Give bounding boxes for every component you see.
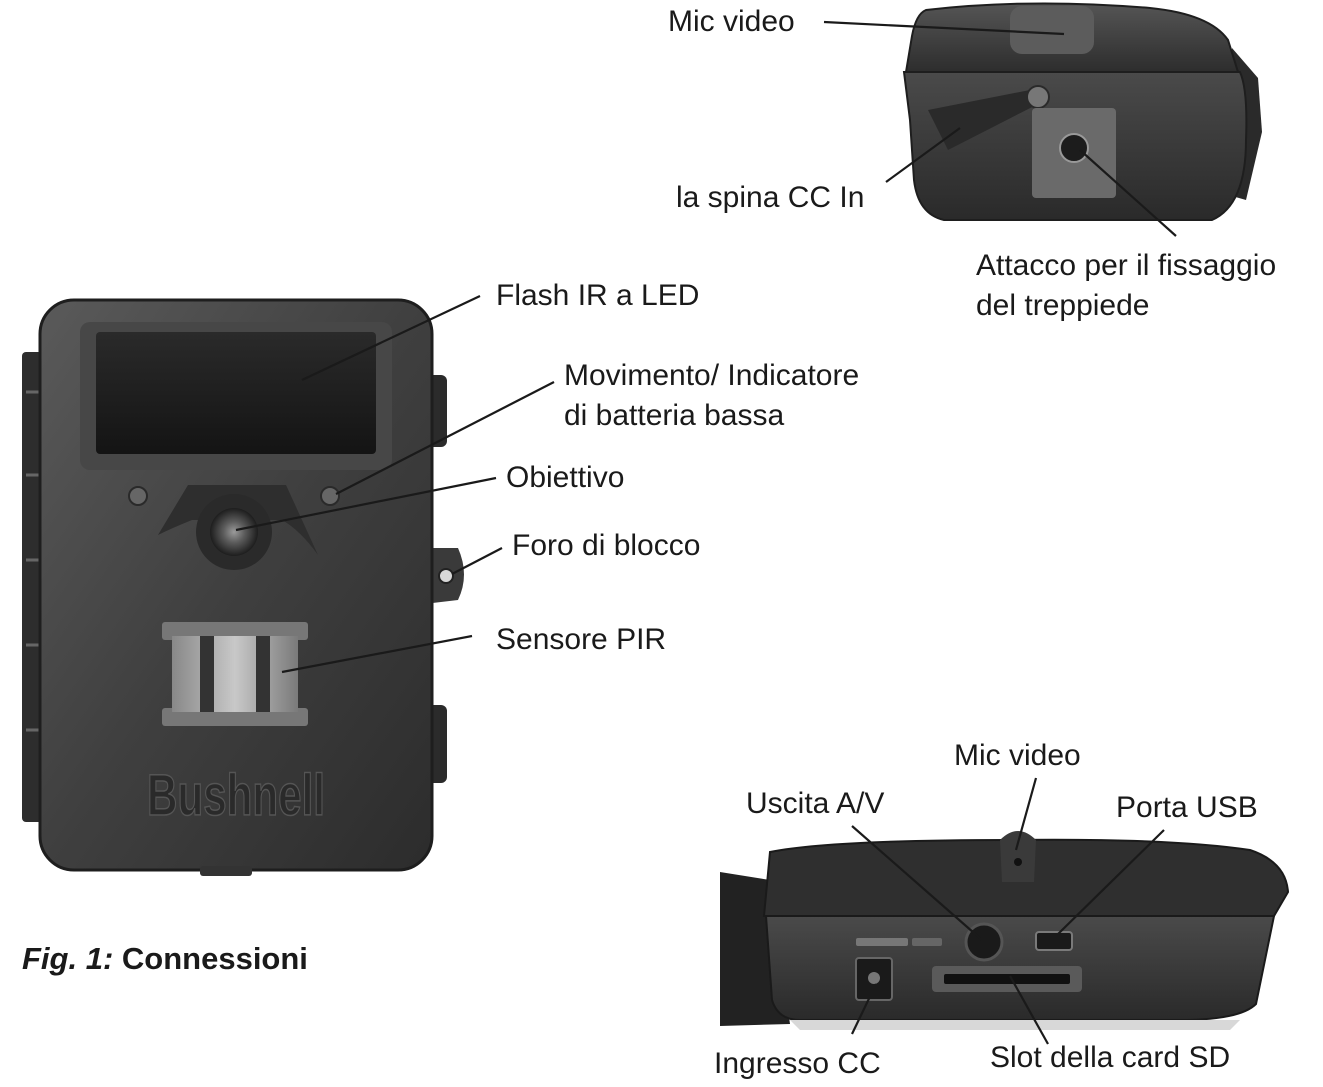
sd-slot-icon — [944, 974, 1070, 984]
leader-sd-slot — [1009, 975, 1049, 1045]
front-camera: Bushnell — [22, 298, 464, 876]
port-marking — [856, 938, 908, 946]
tripod-socket-icon — [1059, 133, 1089, 163]
lens-icon — [210, 508, 258, 556]
label-tripod-mount-line2: del treppiede — [976, 289, 1150, 322]
leader-ir-flash — [301, 295, 481, 381]
label-tripod-mount: Attacco per il fissaggio del treppiede — [976, 246, 1276, 326]
pir-sensor — [162, 622, 308, 726]
leader-mic-bottom — [1014, 777, 1038, 851]
leader-tripod — [1079, 149, 1177, 237]
leader-lock-hole — [451, 547, 503, 575]
label-motion-indicator: Movimento/ Indicatore di batteria bassa — [564, 356, 859, 436]
caption-title: Connessioni — [121, 941, 308, 976]
caption-prefix: Fig. 1: — [22, 941, 114, 976]
leader-lines — [235, 20, 1177, 1045]
label-ir-flash: Flash IR a LED — [496, 279, 700, 312]
leader-av-out — [851, 825, 983, 941]
leader-pir — [281, 634, 473, 674]
label-dc-in-plug: la spina CC In — [676, 181, 865, 214]
label-mic-video-bottom: Mic video — [954, 739, 1081, 772]
top-mic-housing — [1010, 6, 1094, 54]
top-camera — [902, 2, 1262, 221]
dc-pin-icon — [868, 972, 880, 984]
label-sd-slot: Slot della card SD — [990, 1041, 1231, 1074]
motion-indicator-icon — [320, 486, 340, 506]
label-motion-indicator-line2: di batteria bassa — [564, 399, 785, 432]
label-motion-indicator-line1: Movimento/ Indicatore — [564, 359, 860, 392]
hinge — [928, 90, 1046, 150]
leader-lens — [235, 476, 497, 532]
label-av-out: Uscita A/V — [746, 787, 885, 820]
label-dc-input: Ingresso CC — [714, 1047, 881, 1080]
bottom-camera — [720, 831, 1290, 1030]
bottom-edge-highlight — [790, 1020, 1240, 1030]
label-usb-port: Porta USB — [1116, 791, 1258, 824]
brand-logo: Bushnell — [147, 763, 325, 828]
hinge-screw-icon — [1026, 85, 1050, 109]
leader-usb — [1055, 829, 1165, 937]
port-marking-2 — [912, 938, 942, 946]
leader-dc-input — [851, 983, 877, 1035]
mic-hole-icon — [1014, 858, 1022, 866]
figure-caption: Fig. 1: Connessioni — [22, 938, 308, 980]
light-sensor-icon — [128, 486, 148, 506]
lock-hole-icon — [438, 568, 454, 584]
label-lock-hole: Foro di blocco — [512, 529, 701, 562]
label-tripod-mount-line1: Attacco per il fissaggio — [976, 249, 1277, 282]
ir-led-flash — [96, 332, 376, 454]
bottom-tab — [200, 866, 252, 876]
leader-dc-plug — [885, 127, 961, 183]
label-pir-sensor: Sensore PIR — [496, 623, 667, 656]
usb-port-icon — [1035, 931, 1073, 951]
bottom-mic-housing — [1000, 831, 1036, 882]
label-lens: Obiettivo — [506, 461, 625, 494]
leader-motion-indicator — [335, 381, 555, 495]
leader-mic-top — [823, 20, 1065, 36]
label-mic-video-top: Mic video — [668, 5, 795, 38]
